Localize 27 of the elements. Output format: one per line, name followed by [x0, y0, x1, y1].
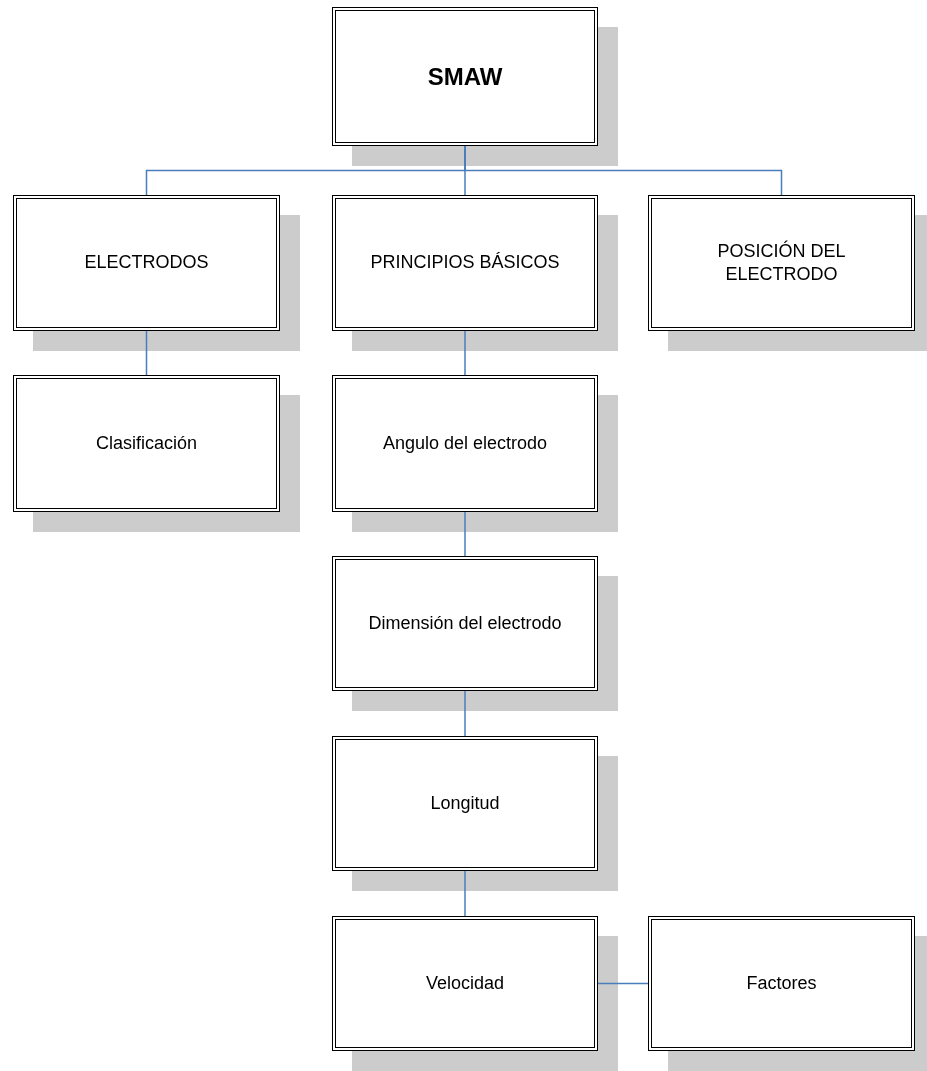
topic-box	[13, 375, 280, 512]
box-label: Longitud	[430, 791, 500, 815]
topic-box	[332, 736, 598, 871]
connector-line	[464, 330, 466, 376]
box-label: PRINCIPIOS BÁSICOS	[370, 251, 560, 275]
topic-box	[332, 916, 598, 1051]
connector-line	[464, 511, 466, 557]
topic-box	[648, 916, 915, 1051]
box-label: SMAW	[427, 61, 503, 92]
connector-line	[464, 145, 783, 196]
topic-box	[332, 195, 598, 331]
box-label: Angulo del electrodo	[382, 431, 548, 455]
box-label: Factores	[746, 971, 817, 995]
connector-line	[597, 982, 649, 985]
box-label: ELECTRODOS	[84, 251, 209, 275]
box-label: POSICIÓN DEL ELECTRODO	[716, 239, 847, 286]
box-label: Clasificación	[95, 431, 197, 455]
connector-line	[464, 870, 466, 917]
box-label: Dimensión del electrodo	[368, 611, 562, 635]
topic-box	[332, 556, 598, 691]
connector-line	[464, 690, 466, 737]
topic-box	[332, 7, 598, 146]
topic-box	[332, 375, 598, 512]
box-label: Velocidad	[425, 971, 505, 995]
topic-box	[13, 195, 280, 331]
topic-box	[648, 195, 915, 331]
connector-line	[145, 330, 148, 376]
